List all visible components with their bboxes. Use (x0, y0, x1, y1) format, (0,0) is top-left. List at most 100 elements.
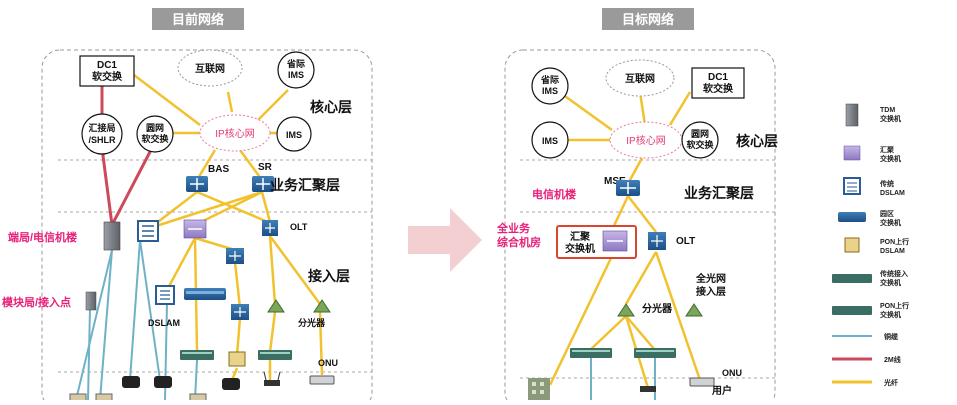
router-device-icon (263, 371, 281, 386)
legend-label: TDM (880, 107, 895, 114)
left-copper-links (75, 239, 198, 401)
r-prov-ims-label: 省际 (540, 74, 559, 85)
yuanwang-label: 圆网 (146, 123, 164, 133)
dslam-icon (843, 177, 861, 195)
tdm-switch-icon (103, 221, 121, 251)
right-panel: 目标网络 省际 IMS 互联网 DC1 (496, 8, 778, 405)
yuanwang-sub-label: 软交换 (141, 133, 169, 144)
legend-label: PON上行 (880, 237, 909, 246)
legend-label: 交换机 (880, 278, 901, 287)
module-tdm-icon (85, 291, 97, 311)
ip-core-cloud-icon: IP核心网 (199, 114, 271, 152)
r-splitter-label: 分光器 (642, 302, 673, 315)
module-label: 模块局/接入点 (2, 295, 71, 309)
pon-switch-icon (258, 350, 292, 360)
pon-switch-icon (634, 348, 676, 358)
modem-icon (154, 376, 172, 388)
hub-shlr-label: 汇接局 (88, 122, 115, 133)
yuanwang-softswitch-node (681, 121, 719, 159)
r-ip-core-label: IP核心网 (626, 134, 665, 147)
router-device-icon (640, 386, 656, 392)
sr-label: SR (258, 162, 273, 173)
hub-shlr-node (81, 113, 123, 155)
dslam-icon (137, 220, 159, 242)
bas-router-icon (186, 176, 208, 192)
legend-label: PON上行 (880, 301, 909, 310)
all-optical-label: 全光网 (695, 272, 726, 285)
phone-icon (189, 393, 207, 403)
splitter-icon (267, 299, 285, 313)
internet-cloud-icon: 互联网 (177, 49, 243, 87)
splitter-label: 分光器 (298, 317, 326, 328)
transition-arrow-icon (408, 208, 482, 272)
modem-icon (222, 378, 240, 390)
2m-link (100, 147, 114, 226)
yuanwang-softswitch-node (136, 115, 174, 153)
agg-switch-icon (843, 145, 861, 161)
user-label: 用户 (711, 384, 732, 397)
legend: TDM 交换机 汇聚 交换机 传统 DSLAM 园区 交换机 PON上行 DSL… (832, 103, 909, 387)
modem-icon (122, 376, 140, 388)
access-switch-icon (231, 304, 249, 320)
pon-switch-icon (570, 348, 612, 358)
legend-label: DSLAM (880, 190, 905, 197)
r-olt-label: OLT (676, 236, 695, 247)
onu-device-icon (309, 375, 335, 385)
olt-label: OLT (290, 222, 308, 232)
legend-label: 园区 (880, 209, 894, 218)
trad-access-switch-icon (832, 274, 872, 283)
trad-access-switch-icon (180, 350, 214, 360)
hub-shlr-sub-label: /SHLR (89, 135, 117, 145)
legend-label: 交换机 (880, 154, 901, 163)
onu-device-icon (689, 377, 715, 387)
internet-cloud-icon: 互联网 (605, 59, 675, 97)
full-service-sub-label: 综合机房 (497, 235, 541, 249)
legend-label: 光纤 (883, 378, 898, 387)
olt-switch-icon (262, 220, 278, 236)
prov-ims-node (277, 51, 315, 89)
pon-dslam-icon (228, 351, 246, 367)
mse-router-icon (616, 180, 640, 196)
campus-switch-icon (184, 288, 226, 300)
right-title: 目标网络 (622, 12, 674, 27)
legend-label: DSLAM (880, 248, 905, 255)
mse-label: MSE (604, 176, 626, 187)
prov-ims-node (531, 67, 569, 105)
legend-label: 2M线 (884, 355, 901, 364)
right-fiber-links (548, 91, 702, 389)
left-core-layer-label: 核心层 (310, 99, 352, 115)
dslam-icon (155, 285, 175, 305)
ip-core-label: IP核心网 (215, 127, 254, 140)
internet-label: 互联网 (195, 62, 225, 75)
r-agg-switch-sub-label: 交换机 (565, 242, 595, 255)
right-title-box (602, 8, 694, 30)
ims-label: IMS (286, 130, 302, 140)
pon-dslam-icon (844, 237, 860, 253)
dc1-softswitch-box (691, 67, 745, 99)
building-icon (528, 378, 550, 400)
2m-link (110, 147, 154, 226)
bas-label: BAS (208, 164, 229, 175)
ip-core-cloud-icon: IP核心网 (609, 121, 683, 159)
r-yuanwang-sub-label: 软交换 (686, 139, 714, 150)
ims-node (531, 121, 569, 159)
legend-label: 传统 (879, 179, 894, 188)
phone-icon (95, 393, 113, 403)
phone-icon (69, 393, 87, 403)
sr-router-icon (252, 176, 274, 192)
left-fiber-links (129, 71, 324, 386)
prov-ims-label: 省际 (286, 58, 305, 69)
left-title-box (152, 8, 244, 30)
olt-switch-icon (648, 232, 666, 250)
legend-label: 交换机 (880, 218, 901, 227)
right-agg-layer-label: 业务汇聚层 (684, 185, 754, 201)
left-agg-layer-label: 业务汇聚层 (270, 177, 340, 193)
r-agg-switch-label: 汇聚 (570, 230, 591, 243)
access-switch-icon (226, 248, 244, 264)
r-yuanwang-label: 圆网 (691, 129, 709, 139)
legend-label: 交换机 (880, 310, 901, 319)
agg-switch-icon (602, 230, 628, 252)
left-title: 目前网络 (172, 12, 224, 27)
legend-label: 汇聚 (880, 145, 895, 154)
